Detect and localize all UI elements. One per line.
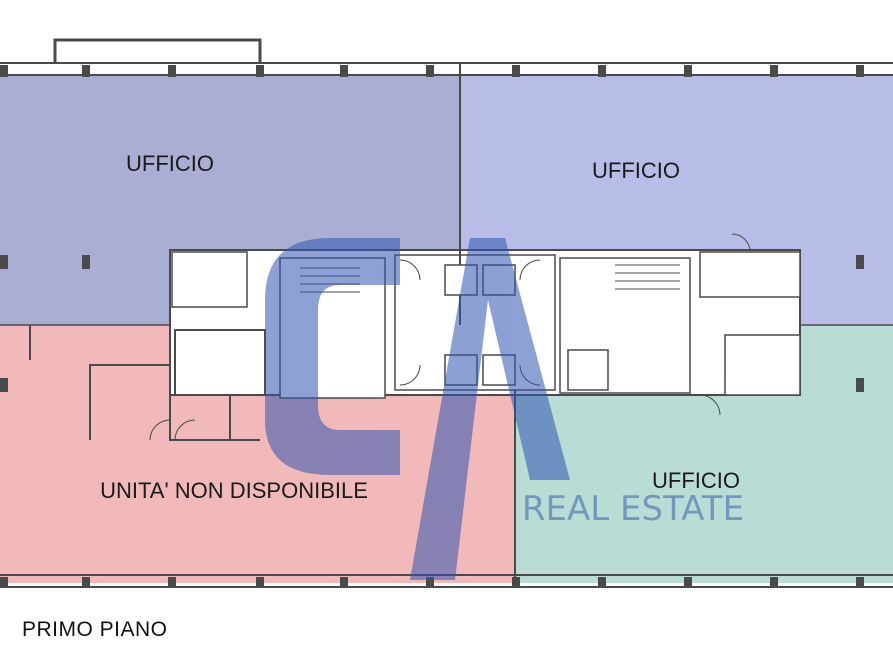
floor-label: PRIMO PIANO bbox=[22, 618, 168, 641]
room-label-northwest: UFFICIO bbox=[126, 151, 214, 176]
restroom-west bbox=[171, 251, 248, 308]
elevator-5 bbox=[567, 349, 609, 391]
room-label-southeast: UFFICIO bbox=[652, 468, 740, 493]
southwest-partitions bbox=[29, 325, 266, 441]
watermark-logo bbox=[265, 238, 570, 580]
room-label-northeast: UFFICIO bbox=[592, 158, 680, 183]
restroom-east bbox=[724, 334, 801, 396]
restroom-northeast bbox=[699, 251, 801, 298]
unavailable-zone-southwest bbox=[0, 325, 515, 583]
room-label-southwest: UNITA' NON DISPONIBILE bbox=[100, 478, 368, 503]
watermark-text: REAL ESTATE bbox=[522, 489, 744, 529]
structural-columns bbox=[0, 65, 864, 587]
